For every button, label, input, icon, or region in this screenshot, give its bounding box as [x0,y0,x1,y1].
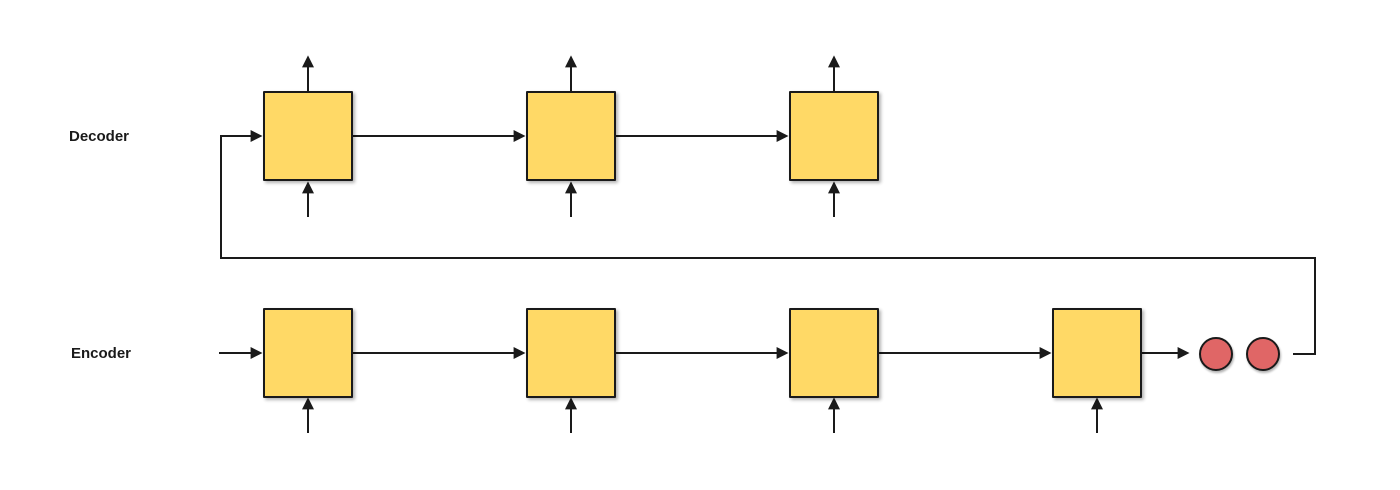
encoder-unit-3 [789,308,879,398]
decoder-unit-1 [263,91,353,181]
encoder-unit-1 [263,308,353,398]
context-feedback-path [220,130,1316,355]
decoder-unit-3 [789,91,879,181]
context-circle-2 [1246,337,1280,371]
encoder-unit-2 [526,308,616,398]
decoder-unit-2 [526,91,616,181]
decoder-label: Decoder [69,128,130,145]
encoder-label: Encoder [71,345,132,362]
context-circle-1 [1199,337,1233,371]
encoder-unit-4 [1052,308,1142,398]
